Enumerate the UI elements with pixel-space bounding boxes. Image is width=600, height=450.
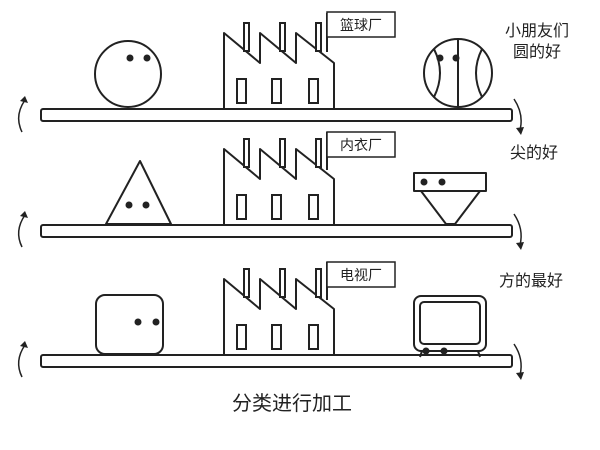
- result-label-line-2: 圆的好: [513, 42, 561, 61]
- factory-sign-text: 内衣厂: [340, 138, 382, 154]
- result-label-line-1: 小朋友们: [505, 21, 569, 40]
- factory-building: [223, 138, 335, 226]
- factory-sign-text: 电视厂: [340, 268, 382, 284]
- factory-building: [223, 22, 335, 110]
- rotation-arrow-left-icon: [17, 341, 28, 378]
- triangle-input-shape: [105, 160, 172, 225]
- round-input-shape: [94, 40, 162, 108]
- diagram-caption: 分类进行加工: [232, 391, 352, 415]
- rotation-arrow-right-icon: [513, 98, 524, 135]
- factory-building: [223, 268, 335, 356]
- production-row-2: 内衣厂 尖的好: [17, 131, 558, 250]
- result-label-line-1: 方的最好: [499, 271, 563, 290]
- factory-sign: 电视厂: [326, 261, 396, 300]
- factory-sign: 内衣厂: [326, 131, 396, 170]
- rotation-arrow-left-icon: [17, 211, 28, 248]
- tv-output-shape: [413, 295, 487, 358]
- factory-sign: 篮球厂: [326, 11, 396, 52]
- rotation-arrow-right-icon: [513, 343, 524, 380]
- conveyor-belt: [40, 108, 513, 122]
- production-row-1: 篮球厂 小朋友们 圆的好: [17, 11, 569, 135]
- production-row-3: 电视厂 方的最好: [17, 261, 563, 380]
- factory-sign-text: 篮球厂: [340, 18, 382, 34]
- rotation-arrow-left-icon: [17, 96, 28, 133]
- funnel-output-shape: [413, 172, 487, 225]
- square-input-shape: [95, 294, 164, 355]
- ball-output-shape: [423, 38, 493, 108]
- conveyor-belt: [40, 354, 513, 368]
- conveyor-belt: [40, 224, 513, 238]
- rotation-arrow-right-icon: [513, 213, 524, 250]
- result-label-line-1: 尖的好: [510, 143, 558, 162]
